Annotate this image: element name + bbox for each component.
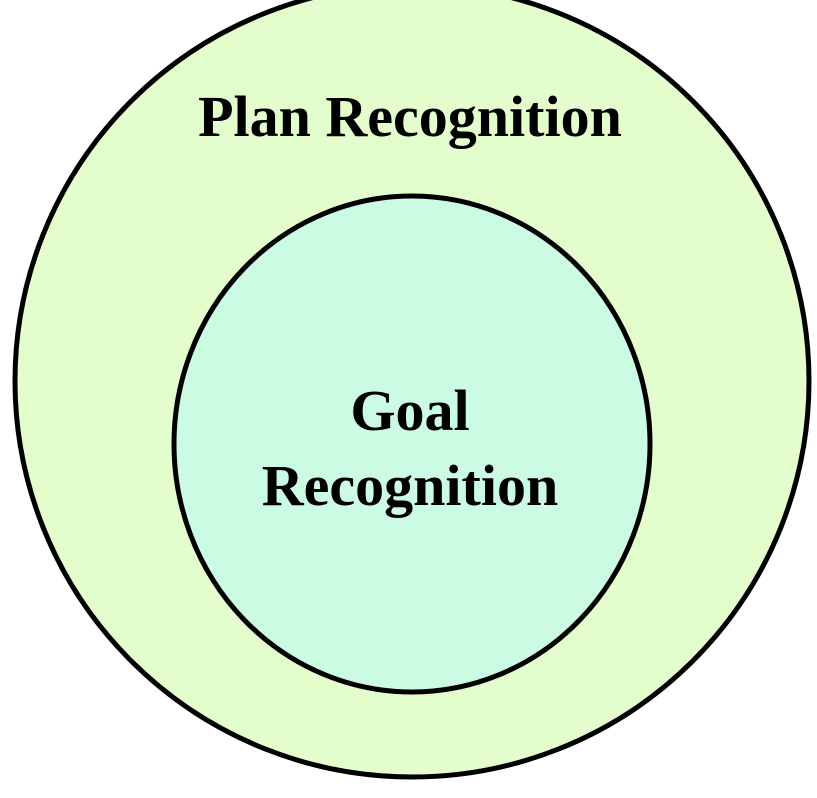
goal-recognition-circle [171, 193, 653, 695]
goal-recognition-label-line1: Goal [350, 378, 469, 443]
plan-recognition-label: Plan Recognition [198, 84, 622, 149]
goal-recognition-label-line2: Recognition [262, 453, 558, 518]
